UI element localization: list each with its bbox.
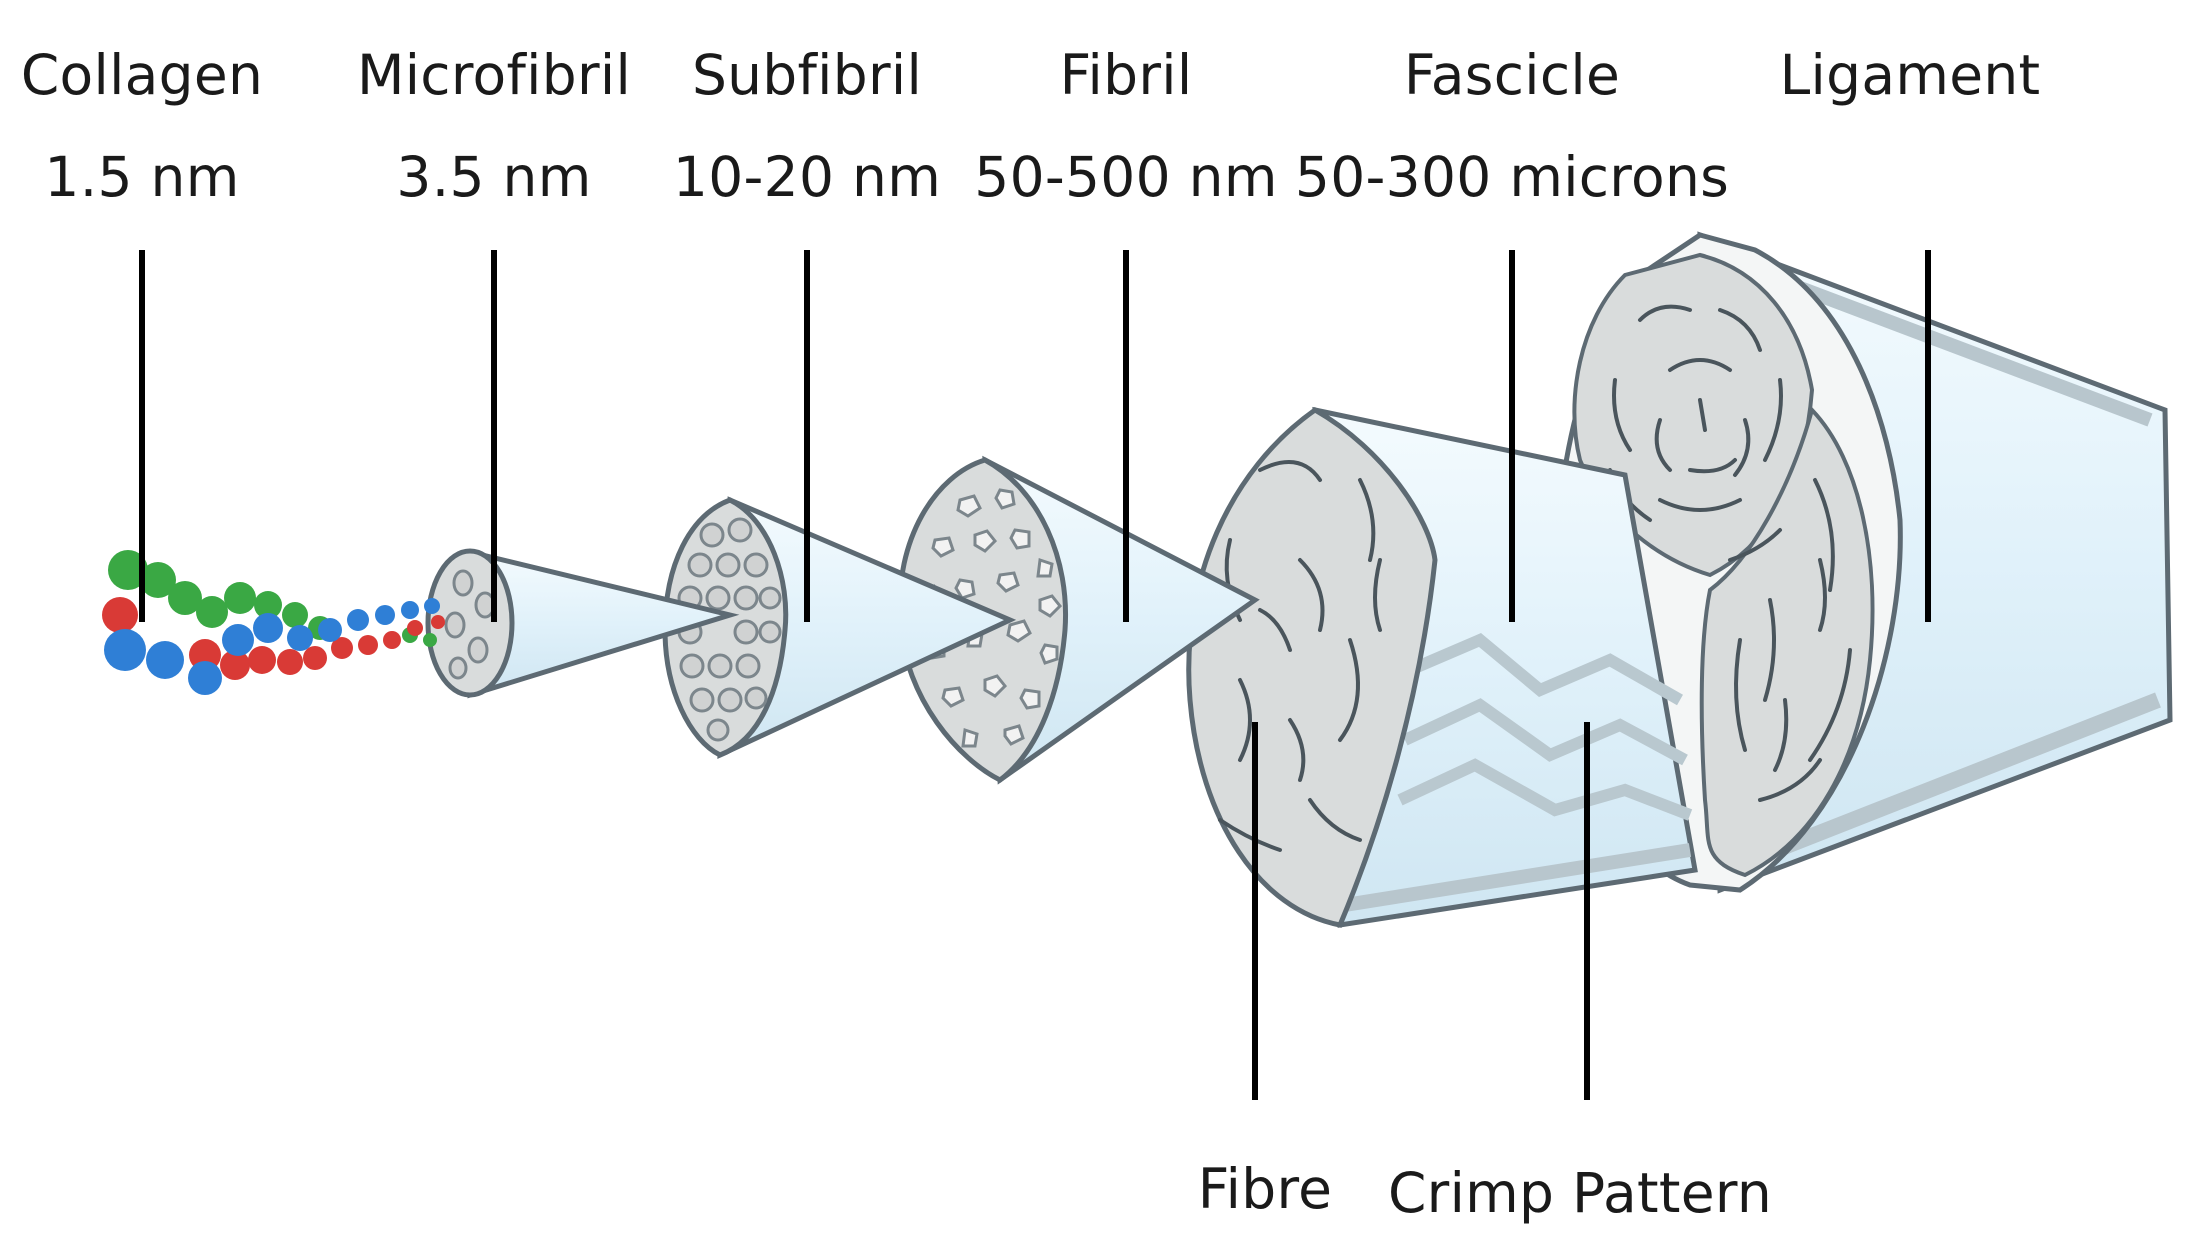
crimp-pattern — [1397, 633, 1693, 821]
leader-lines — [139, 250, 1931, 1100]
label-subfibril-size: 10-20 nm — [672, 145, 942, 209]
collagen-triple-helix — [102, 550, 445, 695]
label-fascicle-name: Fascicle — [1403, 43, 1621, 107]
label-crimp-pattern: Crimp Pattern — [1387, 1161, 1773, 1225]
label-microfibril-name: Microfibril — [356, 43, 632, 107]
label-microfibril-size: 3.5 nm — [396, 145, 592, 209]
label-fascicle-size: 50-300 microns — [1294, 145, 1730, 209]
label-fibre: Fibre — [1197, 1157, 1333, 1221]
label-ligament-name: Ligament — [1779, 43, 2041, 107]
microfibril-shape — [425, 548, 740, 699]
label-subfibril-name: Subfibril — [691, 43, 923, 107]
label-fibril-size: 50-500 nm — [974, 145, 1278, 209]
label-collagen-size: 1.5 nm — [44, 145, 240, 209]
fascicle-shape — [1186, 406, 1698, 928]
label-collagen-name: Collagen — [20, 43, 264, 107]
subfibril-shape — [662, 496, 1017, 759]
label-fibril-name: Fibril — [1059, 43, 1193, 107]
